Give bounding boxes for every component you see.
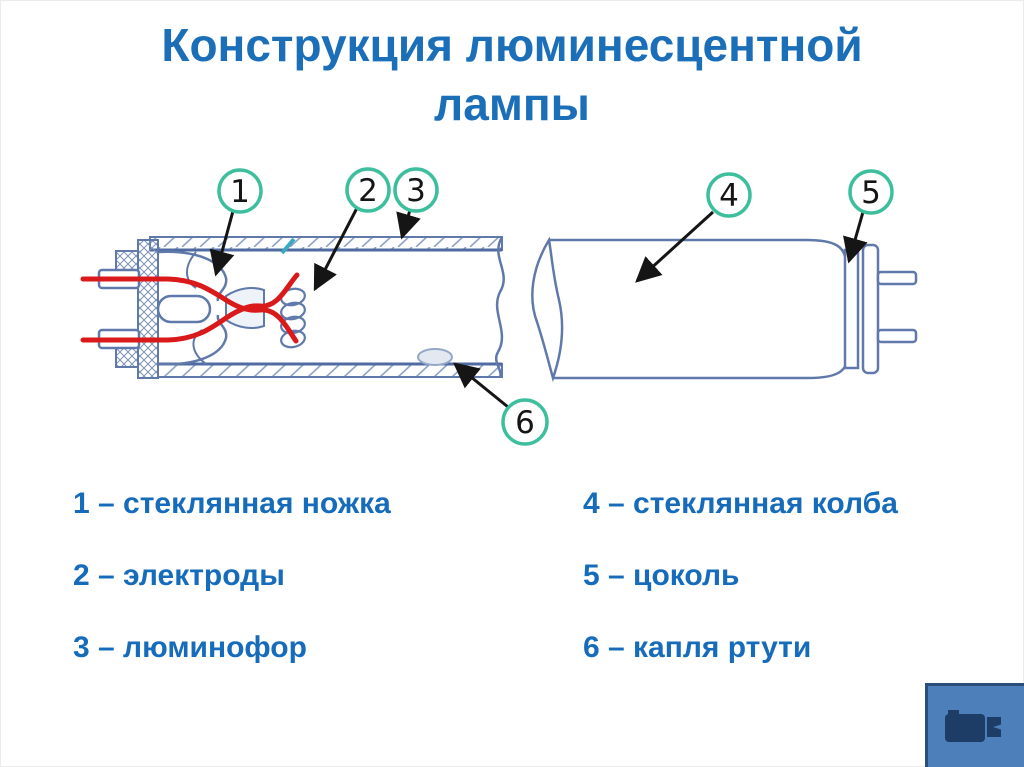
legend-item-2: 2 – электроды [73,559,285,592]
callout-1-circle [217,168,263,214]
callout-2-number: 2 [358,173,378,209]
lead-wire-bottom [80,272,300,343]
callout-3-number: 3 [406,173,426,209]
callout-3-arrow [396,209,421,240]
mercury-drop [417,348,453,366]
tube-outer-view [531,236,918,383]
cap-band-flange [861,243,880,375]
callout-4-arrow [635,210,715,283]
phosphor-tick [280,237,296,255]
callout-3-circle [393,167,439,213]
page-title: Конструкция люминесцентной лампы [161,19,863,130]
stem-cavity [156,294,212,324]
callout-2-arrow [313,207,359,292]
tube-top-wall [149,236,503,251]
cap-pin-bottom [876,328,918,344]
callout-4: 4 [635,172,752,283]
legend-left-column: 1 – стеклянная ножка 2 – электроды 3 – л… [73,486,391,702]
end-cap-hatched-strip [137,239,159,379]
lamp-cap [843,243,918,375]
video-camera-icon [945,709,1001,742]
callout-4-circle [706,172,752,218]
glass-bulb-outline [549,238,850,380]
break-line [494,236,505,378]
video-button[interactable] [925,683,1024,767]
callout-4-number: 4 [719,178,739,214]
callout-6-number: 6 [515,405,535,441]
cap-band-inner [843,248,860,370]
legend-right-column: 4 – стеклянная колба 5 – цоколь 6 – капл… [583,486,898,702]
tube-bottom-wall [157,363,503,378]
tube-break-lens [531,236,564,383]
legend-item-5: 5 – цоколь [583,559,740,592]
legend-item-6: 6 – капля ртути [583,631,812,664]
legend-item-1: 1 – стеклянная ножка [73,487,391,520]
end-cap-hatched-tab-top [115,250,139,272]
callouts: 1 2 3 4 5 [209,167,894,446]
stem-curl-top [186,251,197,289]
lead-wire-top [80,276,299,344]
callout-5: 5 [843,169,894,264]
callout-5-arrow [843,211,868,264]
callout-6: 6 [453,362,549,446]
lead-wires [80,272,300,344]
callout-6-circle [501,398,549,446]
callout-1: 1 [209,168,263,277]
legend-item-3: 3 – люминофор [73,631,307,664]
tube-cross-section [97,236,505,379]
legend-item-4: 4 – стеклянная колба [583,487,898,520]
callout-6-arrow [453,362,509,409]
cap-pin-top [876,270,918,286]
callout-5-number: 5 [861,175,881,211]
callout-1-arrow [209,210,235,277]
callout-3: 3 [393,167,439,240]
callout-2: 2 [313,167,391,292]
callout-1-number: 1 [230,174,250,210]
callout-2-circle [345,167,391,213]
end-cap-hatched-tab-bottom [115,346,139,368]
callout-5-circle [848,169,894,215]
